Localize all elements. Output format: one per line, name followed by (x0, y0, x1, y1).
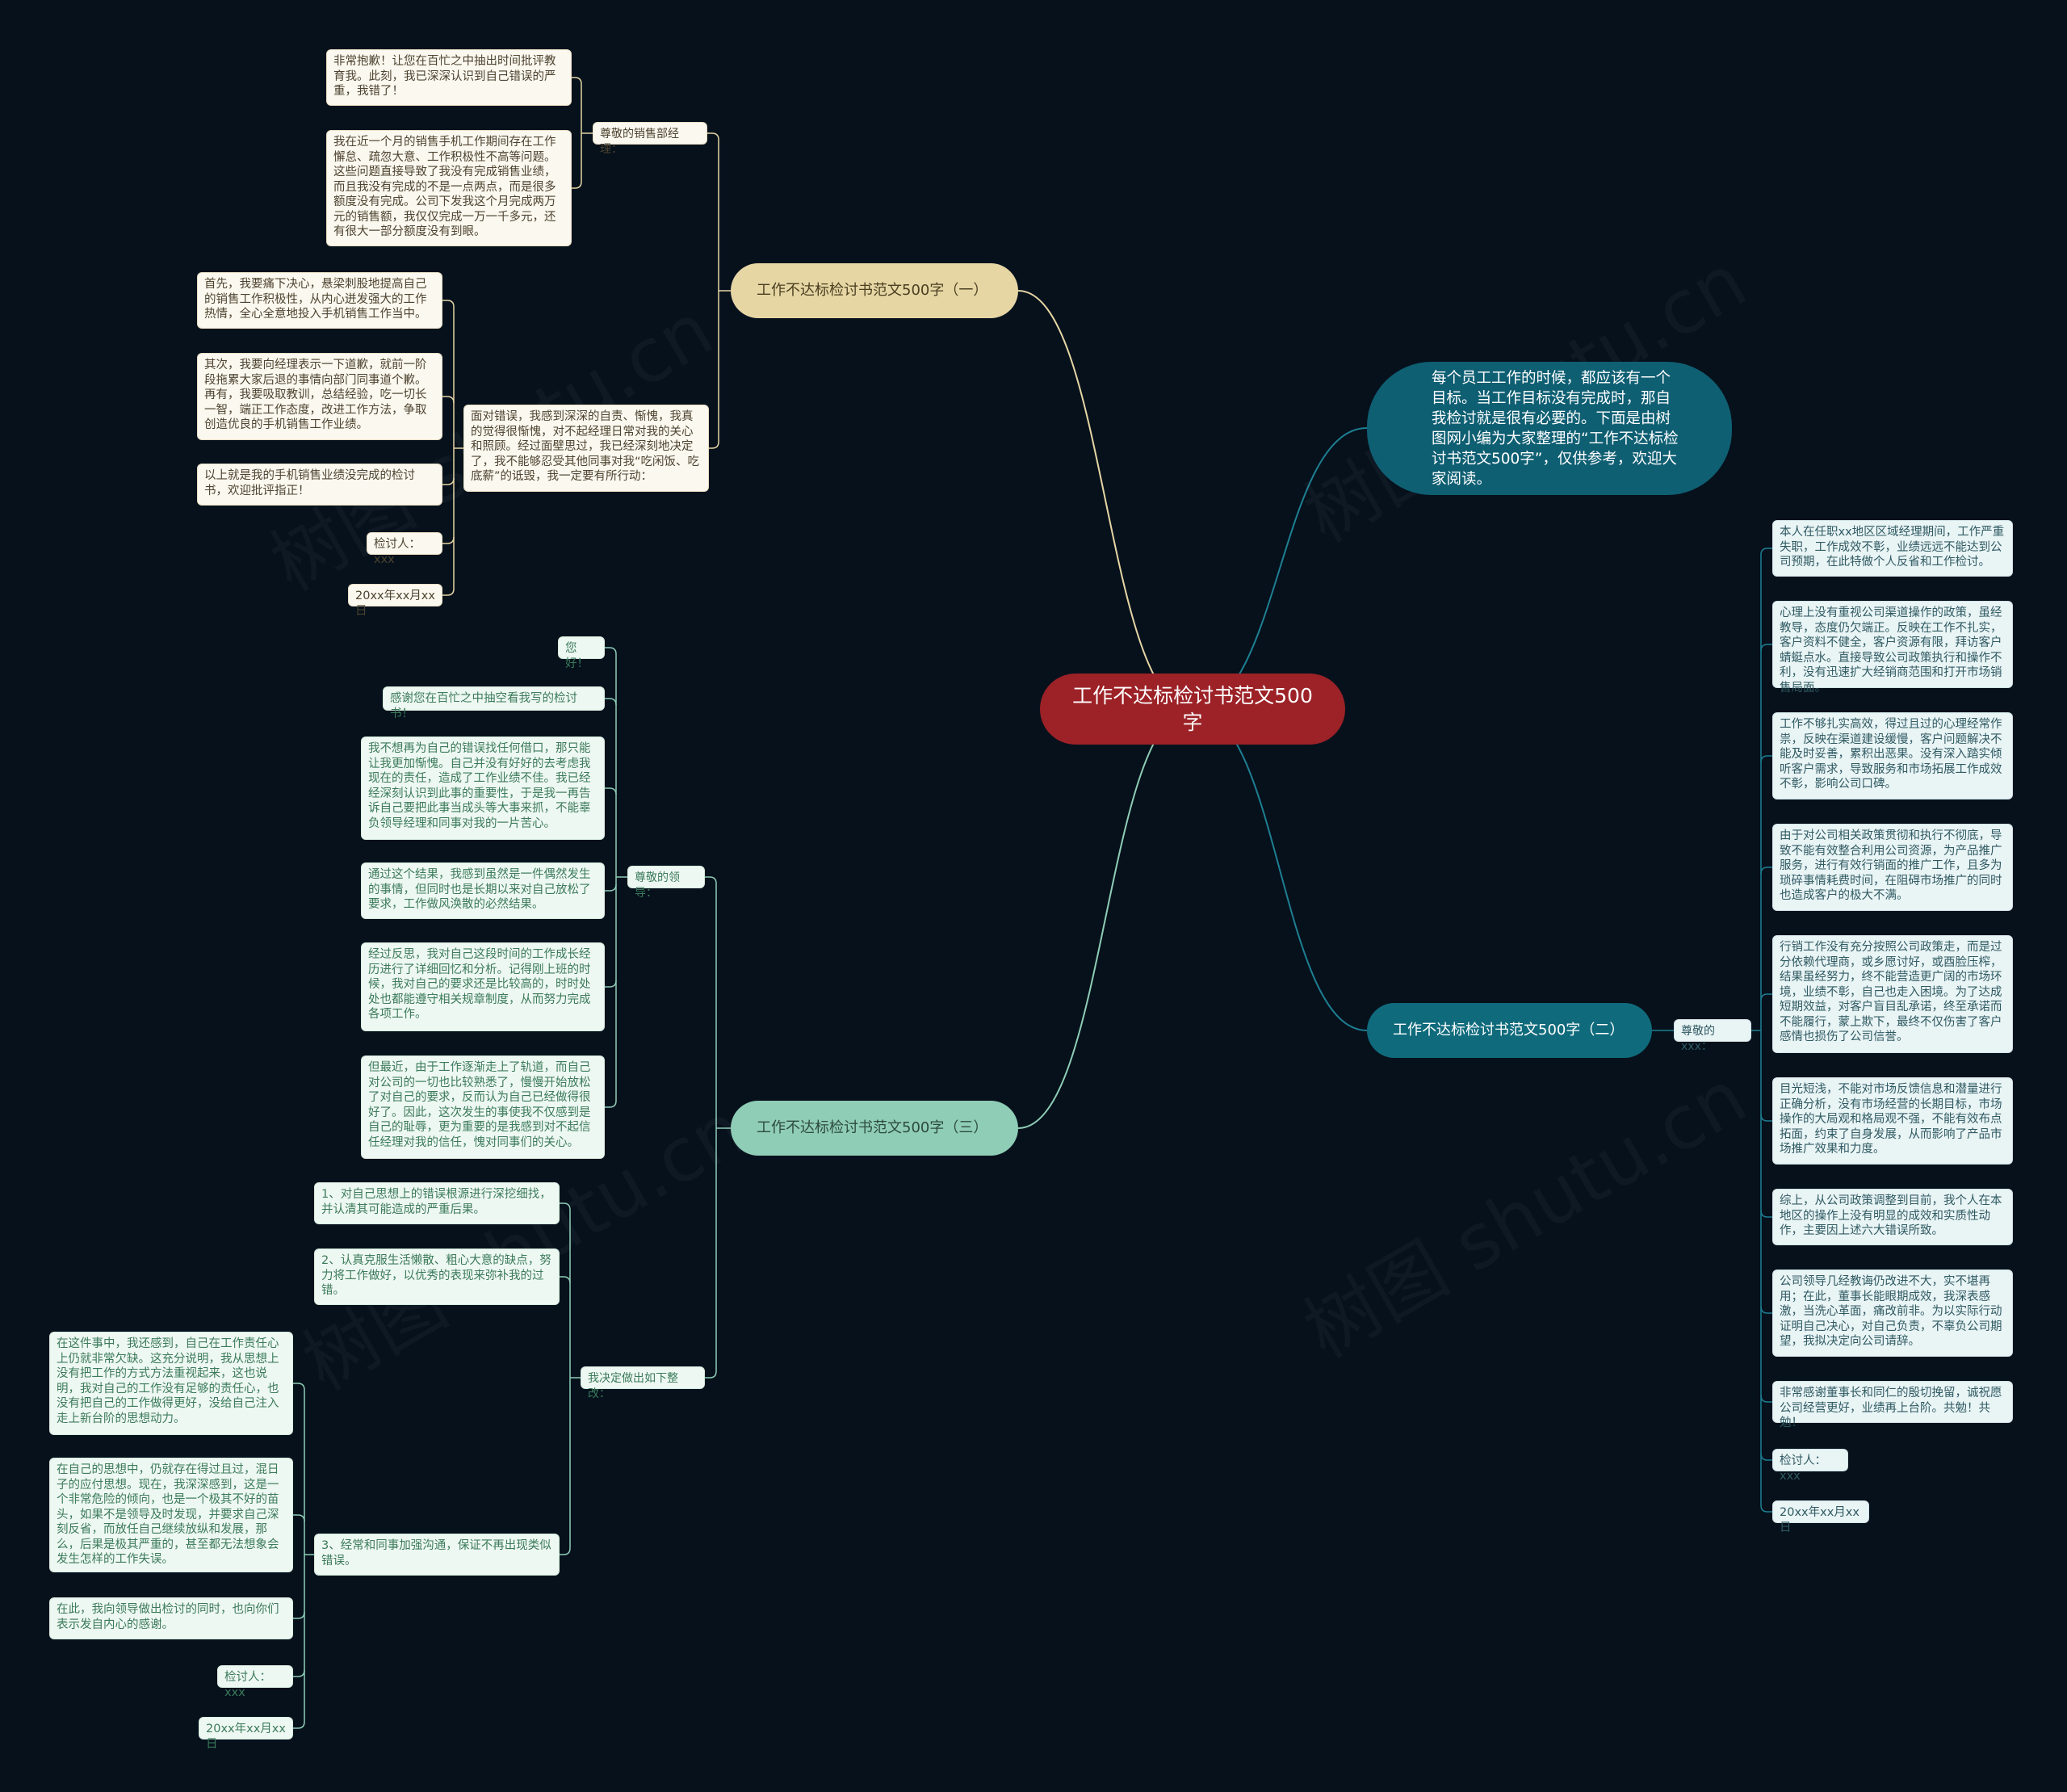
branch-3-subitem[interactable]: 在自己的思想中，仍就存在得过且过，混日子的应付思想。现在，我深深感到，这是一个非… (50, 1458, 292, 1572)
connector (604, 883, 617, 892)
branch-3-label[interactable]: 我决定做出如下整改： (581, 1367, 704, 1400)
branch-1-topic[interactable]: 工作不达标检讨书范文500字（一） (731, 263, 1018, 318)
connector (604, 1100, 617, 1108)
connector (1760, 1306, 1773, 1314)
branch-3-item[interactable]: 但最近，由于工作逐渐走上了轨道，而自己对公司的一切也比较熟悉了，慢慢开始放松了对… (362, 1056, 604, 1158)
connector (1760, 1505, 1773, 1513)
connector (442, 588, 455, 596)
branch-3-item[interactable]: 2、认真克服生活懒散、粗心大意的缺点，努力将工作做好，以优秀的表现来弥补我的过错… (315, 1249, 559, 1304)
connector (1017, 708, 1193, 1129)
branch-2-item[interactable]: 心理上没有重视公司渠道操作的政策，虽经教导，态度仍欠端正。反映在工作不扎实，客户… (1773, 602, 2012, 695)
branch-3-subitem[interactable]: 在这件事中，我还感到，自己在工作责任心上仍就非常欠缺。这充分说明，我从思想上没有… (50, 1332, 292, 1434)
connector (704, 1370, 717, 1379)
connector (604, 787, 617, 795)
branch-2-date[interactable]: 20xx年xx月xx日 (1773, 1501, 1868, 1534)
branch-2-signature[interactable]: 检讨人：xxx (1773, 1450, 1847, 1483)
connector (1760, 993, 1773, 1001)
branch-1-title: 工作不达标检讨书范文500字（一） (757, 282, 988, 299)
branch-2-item[interactable]: 公司领导几经教诲仍改进不大，实不堪再用；在此，董事长能眼期成效，我深表感激，当洗… (1773, 1270, 2012, 1356)
branch-2-label[interactable]: 尊敬的xxx： (1675, 1020, 1750, 1053)
branch-1-item[interactable]: 面对错误，我感到深深的自责、惭愧，我真的觉得很惭愧，对不起经理日常对我的关心和照… (464, 405, 708, 491)
intro-text: 每个员工工作的时候，都应该有一个目标。当工作目标没有完成时，那自我检讨就是很有必… (1432, 369, 1679, 488)
branch-2-item[interactable]: 非常感谢董事长和同仁的殷切挽留，诚祝愿公司经营更好，业绩再上台阶。共勉！共勉！ (1773, 1382, 2012, 1429)
connector (1760, 755, 1773, 763)
branch-3-signature[interactable]: 检讨人：xxx (218, 1666, 292, 1699)
connector (1017, 290, 1193, 710)
branch-3-item[interactable]: 您好！ (559, 637, 604, 670)
branch-2-item[interactable]: 目光短浅，不能对市场反馈信息和潜量进行正确分析，没有市场经营的长期目标，市场操作… (1773, 1078, 2012, 1164)
branch-1-date[interactable]: 20xx年xx月xx日 (349, 585, 442, 618)
connector (442, 300, 455, 308)
branch-3-item[interactable]: 我不想再为自己的错误找任何借口，那只能让我更加惭愧。自己并没有好好的去考虑我现在… (362, 737, 604, 839)
root-title: 工作不达标检讨书范文500字 (1072, 684, 1313, 734)
connector (1760, 644, 1773, 652)
branch-2-item[interactable]: 综上，从公司政策调整到目前，我个人在本地区的操作上没有明显的成效和实质性动作，主… (1773, 1190, 2012, 1244)
connector (604, 647, 617, 655)
connector (292, 1721, 305, 1729)
connector (442, 477, 455, 485)
branch-1-subitem[interactable]: 以上就是我的手机销售业绩没完成的检讨书，欢迎批评指正！ (198, 464, 442, 505)
branch-2-topic[interactable]: 工作不达标检讨书范文500字（二） (1367, 1003, 1652, 1058)
branch-3-date[interactable]: 20xx年xx月xx日 (199, 1718, 292, 1751)
connector (292, 1383, 305, 1391)
branch-3-title: 工作不达标检讨书范文500字（三） (757, 1119, 988, 1136)
connector (604, 698, 617, 706)
connector (1760, 1453, 1773, 1461)
connector (559, 1202, 571, 1211)
connector (292, 1611, 305, 1619)
connector (1760, 1210, 1773, 1218)
branch-1-item[interactable]: 我在近一个月的销售手机工作期间存在工作懈怠、疏忽大意、工作积极性不高等问题。这些… (327, 131, 571, 246)
branch-3-subitem[interactable]: 在此，我向领导做出检讨的同时，也向你们表示发自内心的感谢。 (50, 1598, 292, 1639)
connector (706, 132, 719, 141)
branch-3-item[interactable]: 经过反思，我对自己这段时间的工作成长经历进行了详细回忆和分析。记得刚上班的时候，… (362, 943, 604, 1030)
connector (571, 77, 582, 85)
connector (1760, 1395, 1773, 1403)
branch-1-subitem[interactable]: 首先，我要痛下决心，悬梁刺股地提高自己的销售工作积极性，从内心迸发强大的工作热情… (198, 273, 442, 328)
branch-1-subitem[interactable]: 其次，我要向经理表示一下道歉，就前一阶段拖累大家后退的事情向部门同事道个歉。再有… (198, 354, 442, 439)
branch-3-item[interactable]: 3、经常和同事加强沟通，保证不再出现类似错误。 (315, 1534, 559, 1575)
connector (1760, 867, 1773, 875)
branch-3-item[interactable]: 通过这个结果，我感到虽然是一件偶然发生的事情，但同时也是长期以来对自己放松了要求… (362, 863, 604, 918)
branch-2-item[interactable]: 行销工作没有充分按照公司政策走，而是过分依赖代理商，或乡愿讨好，或酉脸压榨，结果… (1773, 936, 2012, 1052)
connector (292, 1669, 305, 1677)
connector (442, 396, 455, 404)
branch-3-topic[interactable]: 工作不达标检讨书范文500字（三） (731, 1101, 1018, 1156)
branch-2-item[interactable]: 由于对公司相关政策贯彻和执行不彻底，导致不能有效整合利用公司资源，为产品推广服务… (1773, 825, 2012, 910)
connector (1760, 548, 1773, 556)
connector (706, 441, 719, 449)
branch-1-signature[interactable]: 检讨人：xxx (367, 533, 442, 566)
connector (559, 1547, 571, 1555)
branch-3-label[interactable]: 尊敬的领导： (628, 867, 704, 900)
connector (604, 980, 617, 988)
connector (1192, 708, 1368, 1031)
branch-2-title: 工作不达标检讨书范文500字（二） (1393, 1022, 1625, 1039)
branch-3-item[interactable]: 感谢您在百忙之中抽空看我写的检讨书！ (384, 687, 604, 720)
connector (704, 876, 717, 884)
connector (1192, 427, 1368, 710)
branch-1-label[interactable]: 尊敬的销售部经理： (593, 123, 706, 156)
branch-2-item[interactable]: 工作不够扎实高效，得过且过的心理经常作祟，反映在渠道建设缓慢，客户问题解决不能及… (1773, 713, 2012, 799)
branch-1-item[interactable]: 非常抱歉！让您在百忙之中抽出时间批评教育我。此刻，我已深深认识到自己错误的严重，… (327, 50, 571, 105)
branch-2-item[interactable]: 本人在任职xx地区区域经理期间，工作严重失职，工作成效不彰，业绩远远不能达到公司… (1773, 521, 2012, 576)
branch-3-item[interactable]: 1、对自己思想上的错误根源进行深挖细找，并认清其可能造成的严重后果。 (315, 1183, 559, 1223)
root-topic[interactable]: 工作不达标检讨书范文500字 (1040, 674, 1345, 745)
connector (571, 181, 582, 189)
connector (442, 536, 455, 544)
connector (292, 1514, 305, 1522)
connector (1760, 1114, 1773, 1122)
intro-topic[interactable]: 每个员工工作的时候，都应该有一个目标。当工作目标没有完成时，那自我检讨就是很有必… (1367, 362, 1732, 495)
connector (559, 1276, 571, 1284)
